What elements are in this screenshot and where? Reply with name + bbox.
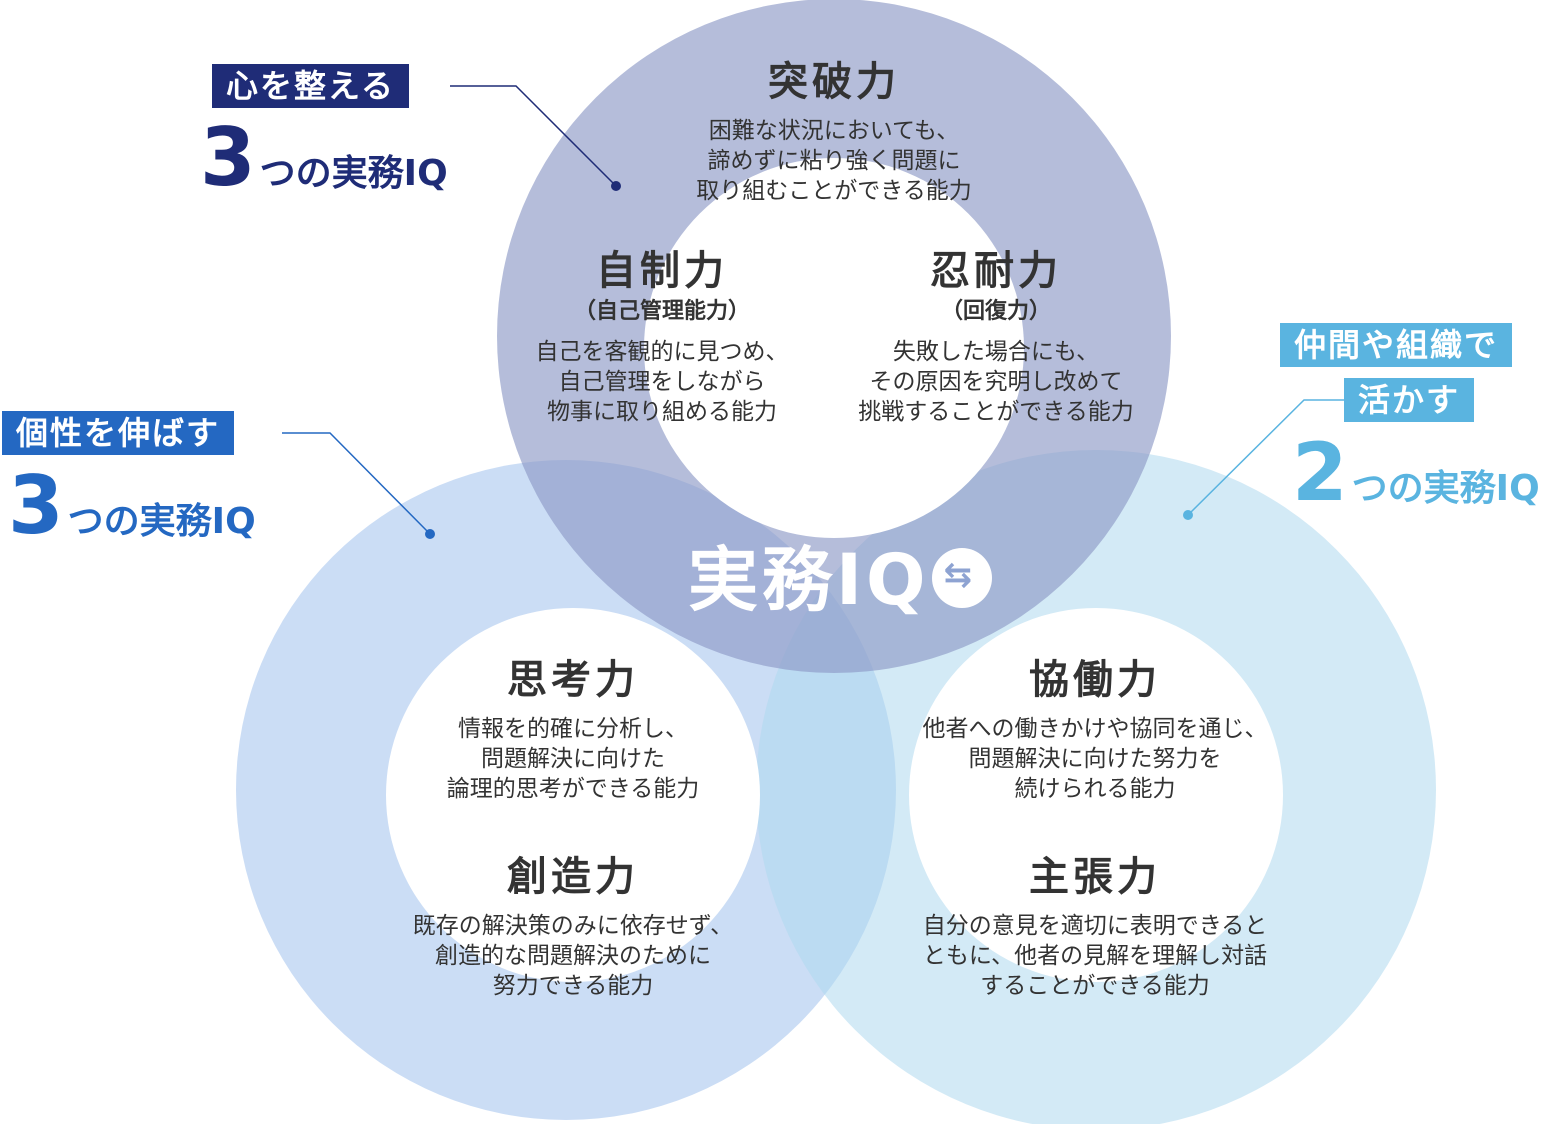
desc-line: その原因を究明し改めて bbox=[869, 369, 1123, 395]
right-inner-disc bbox=[909, 608, 1283, 982]
desc-line: 自己を客観的に見つめ、 bbox=[535, 339, 789, 365]
desc-line: 努力できる能力 bbox=[492, 973, 654, 999]
ability-breakthrough-title: 突破力 bbox=[768, 59, 900, 105]
team-count-number: 2 bbox=[1292, 426, 1348, 519]
ability-self-control: 自制力 （自己管理能力） 自己を客観的に見つめ、 自己管理をしながら 物事に取り… bbox=[512, 247, 812, 427]
desc-line: ともに、他者の見解を理解し対話 bbox=[922, 943, 1268, 969]
desc-line: 困難な状況においても、 bbox=[708, 118, 960, 144]
desc-line: 失敗した場合にも、 bbox=[892, 339, 1100, 365]
ability-patience-desc: 失敗した場合にも、 その原因を究明し改めて 挑戦することができる能力 bbox=[836, 337, 1156, 427]
desc-line: 他者への働きかけや協同を通じ、 bbox=[922, 716, 1268, 742]
ability-thinking-desc: 情報を的確に分析し、 問題解決に向けた 論理的思考ができる能力 bbox=[398, 714, 748, 804]
ability-collaboration-title: 協働力 bbox=[1029, 657, 1161, 703]
ability-self-control-sub: （自己管理能力） bbox=[573, 299, 750, 324]
top-inner-disc bbox=[644, 158, 1024, 538]
heart-count-label: つの実務IQ bbox=[259, 153, 448, 194]
heart-tag: 心を整える bbox=[212, 64, 410, 108]
ability-patience-sub: （回復力） bbox=[940, 299, 1051, 324]
ability-creativity: 創造力 既存の解決策のみに依存せず、 創造的な問題解決のために 努力できる能力 bbox=[368, 853, 778, 1001]
team-tag-line2: 活かす bbox=[1344, 378, 1475, 422]
desc-line: 挑戦することができる能力 bbox=[858, 399, 1134, 425]
desc-line: 自分の意見を適切に表明できると bbox=[922, 913, 1268, 939]
heart-count-number: 3 bbox=[200, 111, 256, 204]
individuality-tag: 個性を伸ばす bbox=[2, 411, 235, 455]
refresh-arrow-icon: ⇆ bbox=[931, 548, 992, 608]
individuality-count-label: つの実務IQ bbox=[67, 501, 256, 542]
ability-creativity-desc: 既存の解決策のみに依存せず、 創造的な問題解決のために 努力できる能力 bbox=[368, 911, 778, 1001]
team-leader-dot bbox=[1183, 510, 1193, 520]
desc-line: 取り組むことができる能力 bbox=[696, 178, 972, 204]
desc-line: 続けられる能力 bbox=[1014, 776, 1176, 802]
ability-self-control-title: 自制力 bbox=[596, 248, 728, 294]
team-count-label: つの実務IQ bbox=[1351, 468, 1540, 509]
ability-assertion: 主張力 自分の意見を適切に表明できると ともに、他者の見解を理解し対話 すること… bbox=[870, 853, 1320, 1001]
desc-line: 問題解決に向けた努力を bbox=[968, 746, 1222, 772]
desc-line: 物事に取り組める能力 bbox=[547, 399, 777, 425]
heart-leader-dot bbox=[611, 181, 621, 191]
desc-line: することができる能力 bbox=[980, 973, 1210, 999]
individuality-leader-line bbox=[282, 432, 431, 535]
desc-line: 既存の解決策のみに依存せず、 bbox=[412, 913, 734, 939]
ability-thinking-title: 思考力 bbox=[507, 657, 639, 703]
ability-patience: 忍耐力 （回復力） 失敗した場合にも、 その原因を究明し改めて 挑戦することがで… bbox=[836, 247, 1156, 427]
ability-assertion-desc: 自分の意見を適切に表明できると ともに、他者の見解を理解し対話 することができる… bbox=[870, 911, 1320, 1001]
ability-self-control-desc: 自己を客観的に見つめ、 自己管理をしながら 物事に取り組める能力 bbox=[512, 337, 812, 427]
desc-line: 自己管理をしながら bbox=[558, 369, 766, 395]
desc-line: 情報を的確に分析し、 bbox=[458, 716, 688, 742]
ability-breakthrough-desc: 困難な状況においても、 諦めずに粘り強く問題に 取り組むことができる能力 bbox=[634, 116, 1034, 206]
team-tag-line1: 仲間や組織で bbox=[1280, 323, 1513, 367]
center-logo: 実務IQ⇆ bbox=[688, 545, 992, 615]
ability-patience-title: 忍耐力 bbox=[930, 248, 1062, 294]
individuality-leader-dot bbox=[425, 529, 435, 539]
ability-breakthrough: 突破力 困難な状況においても、 諦めずに粘り強く問題に 取り組むことができる能力 bbox=[634, 58, 1034, 206]
heart-leader-line bbox=[450, 85, 617, 187]
ability-thinking: 思考力 情報を的確に分析し、 問題解決に向けた 論理的思考ができる能力 bbox=[398, 656, 748, 804]
desc-line: 諦めずに粘り強く問題に bbox=[707, 148, 961, 174]
individuality-count-number: 3 bbox=[8, 459, 64, 552]
team-leader-line bbox=[1187, 399, 1344, 516]
ability-assertion-title: 主張力 bbox=[1029, 854, 1161, 900]
desc-line: 問題解決に向けた bbox=[481, 746, 665, 772]
ability-collaboration-desc: 他者への働きかけや協同を通じ、 問題解決に向けた努力を 続けられる能力 bbox=[870, 714, 1320, 804]
center-logo-text: 実務IQ bbox=[688, 539, 930, 621]
left-inner-disc bbox=[386, 608, 760, 982]
ability-creativity-title: 創造力 bbox=[507, 854, 639, 900]
ability-collaboration: 協働力 他者への働きかけや協同を通じ、 問題解決に向けた努力を 続けられる能力 bbox=[870, 656, 1320, 804]
desc-line: 論理的思考ができる能力 bbox=[446, 776, 700, 802]
desc-line: 創造的な問題解決のために bbox=[435, 943, 711, 969]
